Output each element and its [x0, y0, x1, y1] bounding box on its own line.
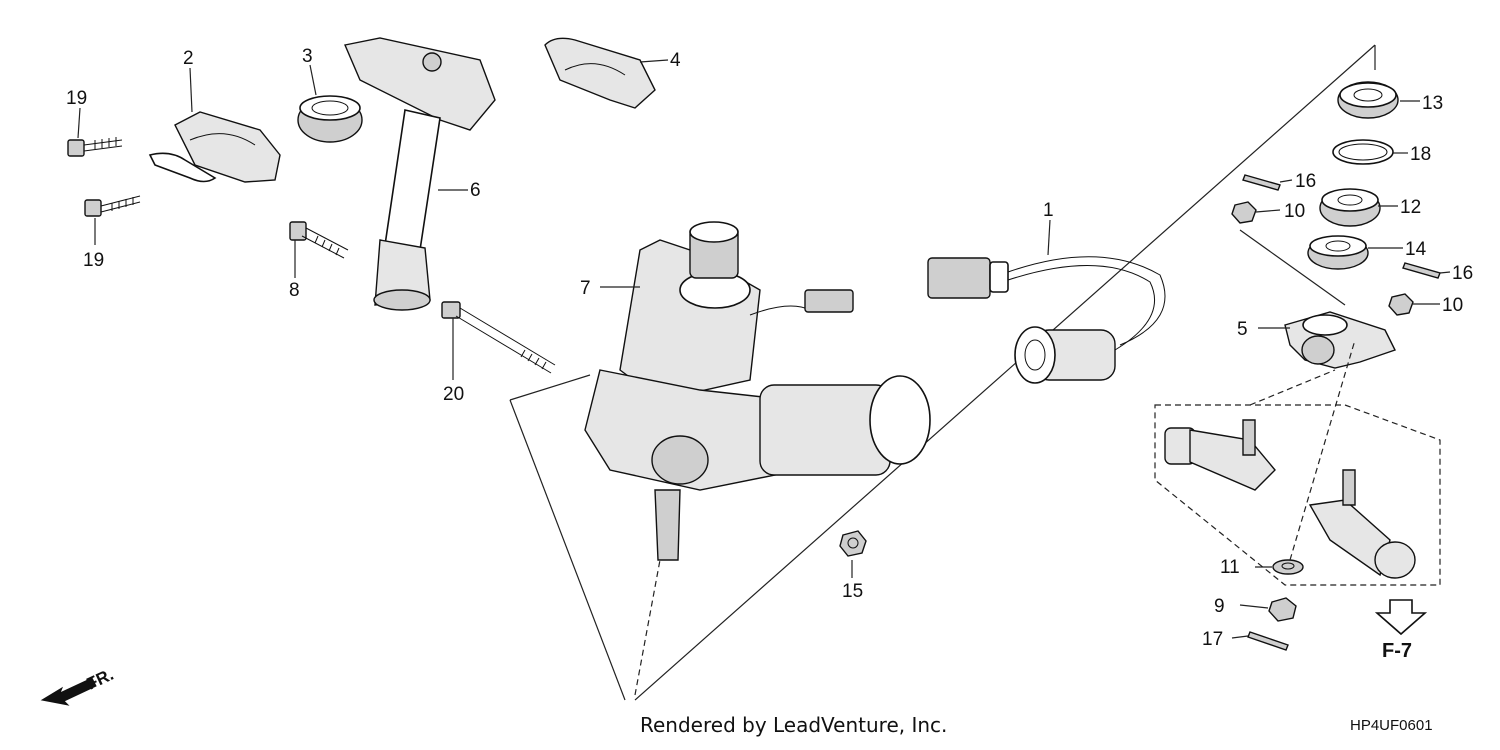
callout-10-lower: 10	[1442, 295, 1463, 316]
callout-14: 14	[1405, 239, 1427, 260]
callout-9: 9	[1214, 596, 1225, 617]
part-7-power-steering-unit[interactable]	[584, 221, 931, 561]
part-16-pin-upper[interactable]	[1242, 174, 1281, 191]
tie-rod-end-left[interactable]	[1164, 419, 1276, 491]
part-19-bolt-upper[interactable]	[67, 137, 123, 157]
part-20-long-bolt[interactable]	[441, 301, 556, 374]
reference-label: F-7	[1382, 640, 1412, 662]
right-guide-lines	[1239, 45, 1376, 561]
diagram-code: HP4UF0601	[1350, 717, 1433, 734]
callout-15: 15	[842, 581, 863, 602]
render-credit: Rendered by LeadVenture, Inc.	[640, 713, 947, 737]
callout-labels: 2 19 19 3 4 6 7 8 20 15 1 5 13 18 16 10 …	[66, 46, 1473, 650]
callout-18: 18	[1410, 144, 1431, 165]
part-14-bearing[interactable]	[1307, 235, 1369, 270]
part-13-dust-seal[interactable]	[1337, 81, 1399, 119]
callout-5: 5	[1237, 319, 1248, 340]
leader-lines	[77, 59, 1451, 639]
callout-19-upper: 19	[66, 88, 87, 109]
part-16-pin-lower[interactable]	[1402, 262, 1441, 279]
front-direction-indicator: FR.	[40, 665, 117, 706]
section-guide-lines	[509, 44, 1376, 701]
part-10-nut-upper[interactable]	[1231, 201, 1257, 224]
part-3-seal[interactable]	[297, 95, 363, 143]
callout-10-upper: 10	[1284, 201, 1305, 222]
part-19-bolt-lower[interactable]	[84, 195, 141, 217]
tie-rod-end-right[interactable]	[1308, 469, 1416, 579]
callout-7: 7	[580, 278, 591, 299]
callout-20: 20	[443, 384, 464, 405]
callout-11: 11	[1220, 557, 1240, 578]
callout-1: 1	[1043, 200, 1054, 221]
part-9-castle-nut[interactable]	[1268, 597, 1297, 622]
part-12-bearing[interactable]	[1319, 188, 1381, 227]
part-1-wire-harness[interactable]	[927, 256, 1166, 384]
callout-8: 8	[289, 280, 300, 301]
callout-12: 12	[1400, 197, 1421, 218]
part-17-cotter-pin[interactable]	[1247, 631, 1289, 651]
callout-19-lower: 19	[83, 250, 104, 271]
callout-6: 6	[470, 180, 481, 201]
callout-2: 2	[183, 48, 194, 69]
reference-arrow: F-7	[1374, 599, 1428, 662]
part-8-bolt[interactable]	[289, 221, 349, 259]
callout-3: 3	[302, 46, 313, 67]
part-6-steering-shaft[interactable]	[344, 37, 496, 311]
part-15-nut[interactable]	[839, 530, 867, 557]
part-5-arm[interactable]	[1284, 311, 1396, 369]
part-2-bracket[interactable]	[148, 111, 281, 183]
tie-rod-group	[1154, 404, 1441, 586]
part-11-washer[interactable]	[1272, 559, 1304, 575]
part-18-circlip[interactable]	[1332, 139, 1394, 165]
callout-17: 17	[1202, 629, 1223, 650]
callout-13: 13	[1422, 93, 1443, 114]
callout-16-upper: 16	[1295, 171, 1316, 192]
part-10-nut-lower[interactable]	[1388, 293, 1414, 316]
part-4-clamp[interactable]	[544, 37, 656, 109]
callout-4: 4	[670, 50, 681, 71]
callout-16-lower: 16	[1452, 263, 1473, 284]
